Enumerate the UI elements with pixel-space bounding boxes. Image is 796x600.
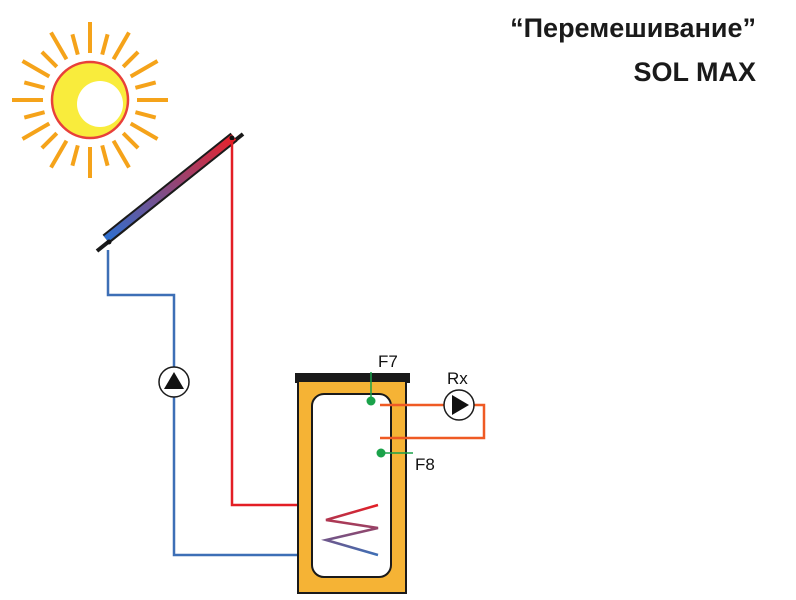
recirc-pump-label: Rx xyxy=(447,369,468,388)
sun-ray xyxy=(21,121,51,141)
sun-ray xyxy=(100,144,110,167)
sun-ray xyxy=(111,139,131,169)
sun-ray xyxy=(23,110,46,120)
sun-ray xyxy=(121,131,140,150)
sun-ray xyxy=(70,144,80,167)
sun-ray xyxy=(40,50,59,69)
sun-ray xyxy=(49,31,69,61)
sun-rays xyxy=(12,22,168,178)
diagram-title: “Перемешивание” xyxy=(510,13,756,43)
sun-icon xyxy=(12,22,168,178)
sun-ray xyxy=(21,59,51,79)
solar-collector xyxy=(95,132,245,253)
sun-ray xyxy=(134,80,157,90)
cold-return-line xyxy=(106,250,378,557)
sun-ray xyxy=(40,131,59,150)
sun-ray xyxy=(129,121,159,141)
sun-ray xyxy=(111,31,131,61)
sun-ray xyxy=(121,50,140,69)
sun-ray xyxy=(100,33,110,56)
solar-pump xyxy=(158,366,190,398)
sun-ray xyxy=(49,139,69,169)
sensor-f7 xyxy=(366,372,376,406)
heat-exchanger-coil xyxy=(321,503,379,557)
recirculation-pump xyxy=(443,389,475,421)
sensor-f8-label: F8 xyxy=(415,455,435,474)
sun-ray xyxy=(70,33,80,56)
sun-ray xyxy=(134,110,157,120)
sun-center xyxy=(77,81,123,127)
sensor-f8 xyxy=(376,448,413,458)
sun-ray xyxy=(23,80,46,90)
diagram-subtitle: SOL MAX xyxy=(633,57,756,87)
sun-ray xyxy=(129,59,159,79)
storage-tank xyxy=(295,373,410,594)
sensor-f7-label: F7 xyxy=(378,352,398,371)
mixing-circuit-line xyxy=(380,403,486,440)
